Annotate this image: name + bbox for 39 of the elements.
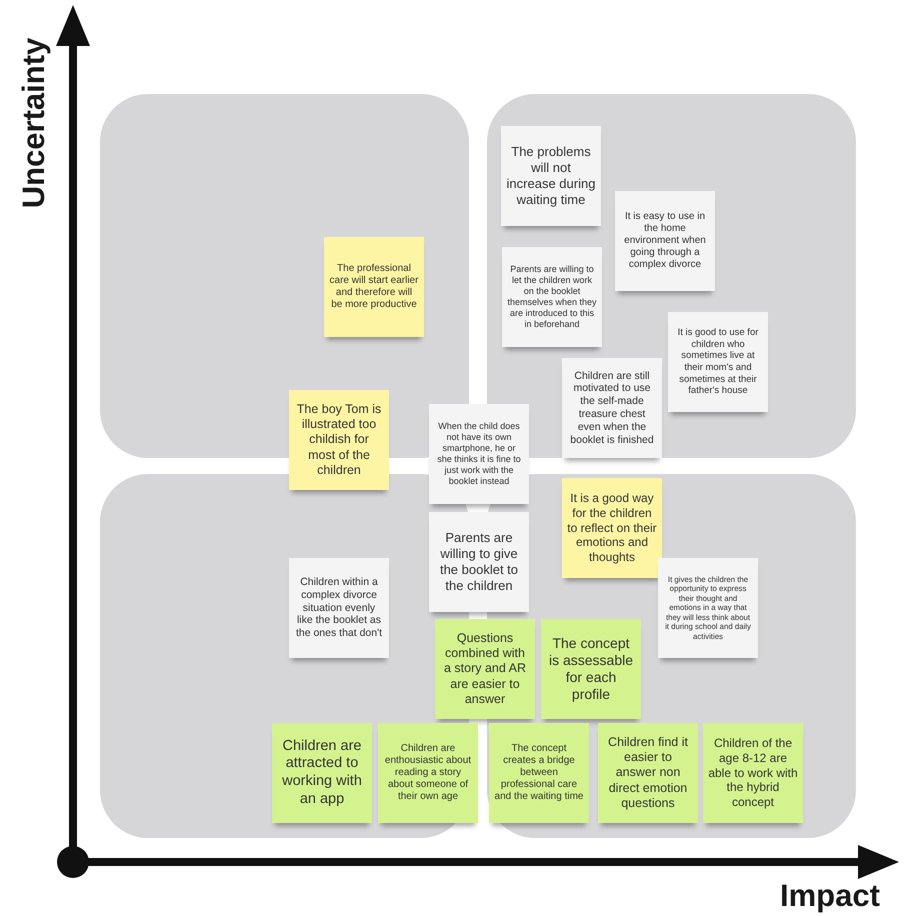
sticky-note [562,358,662,458]
note-text: The boy Tom is illustrated too childish for most of the children [296,402,382,478]
sticky-note [703,723,803,823]
sticky-note [324,237,424,337]
sticky-note [658,558,758,658]
sticky-note [562,478,662,578]
sticky-note [502,247,602,347]
sticky-note [289,390,389,490]
sticky-note [668,312,768,412]
sticky-note [501,126,601,226]
sticky-note [598,723,698,823]
sticky-note [289,558,389,658]
note-text: Children are attracted to working with an app [281,738,363,808]
note-text: Children of the age 8-12 are able to work with the hybrid concept [708,736,798,810]
note-text: Children find it easier to answer non direct emotion questions [607,734,689,812]
note-text: It is a good way for the children to reflect on their emotions and thoughts [567,491,657,565]
sticky-note [272,723,372,823]
sticky-note [489,723,589,823]
note-text: When the child does not have its own smartphone, he or she thinks it is fine to just work with the booklet instead [436,421,522,487]
note-text: Parents are willing to give the booklet to the children [438,530,520,594]
note-text: Questions combined with a story and AR are easier to answer [443,630,527,708]
note-text: Parents are willing to let the children work on the booklet themselves when they are introduced to this in beforehand [507,264,597,330]
sticky-note [429,512,529,612]
sticky-note [615,191,715,291]
note-text: It is good to use for children who sometimes live at their mom's and sometimes at their father's house [676,327,760,397]
sticky-note [378,723,478,823]
note-text: Children are enthousiastic about reading a story about someone of their own age [384,742,472,804]
axis-label: Impact [780,878,880,914]
note-text: The concept is assessable for each profile [548,634,634,704]
axis-label: Uncertainty [16,36,52,210]
note-text: Children within a complex divorce situation evenly like the booklet as the ones that don't [294,576,384,640]
note-text: The problems will not increase during waiting time [506,144,596,208]
note-text: The concept creates a bridge between professional care and the waiting time [494,742,584,804]
sticky-note [435,619,535,719]
note-text: The professional care will start earlier and therefore will be more productive [329,262,419,312]
sticky-note [429,404,529,504]
sticky-note [541,619,641,719]
note-text: Children are still motivated to use the self-made treasure chest even when the booklet is finished [569,370,655,446]
note-text: It is easy to use in the home environment when going through a complex divorce [623,210,707,272]
